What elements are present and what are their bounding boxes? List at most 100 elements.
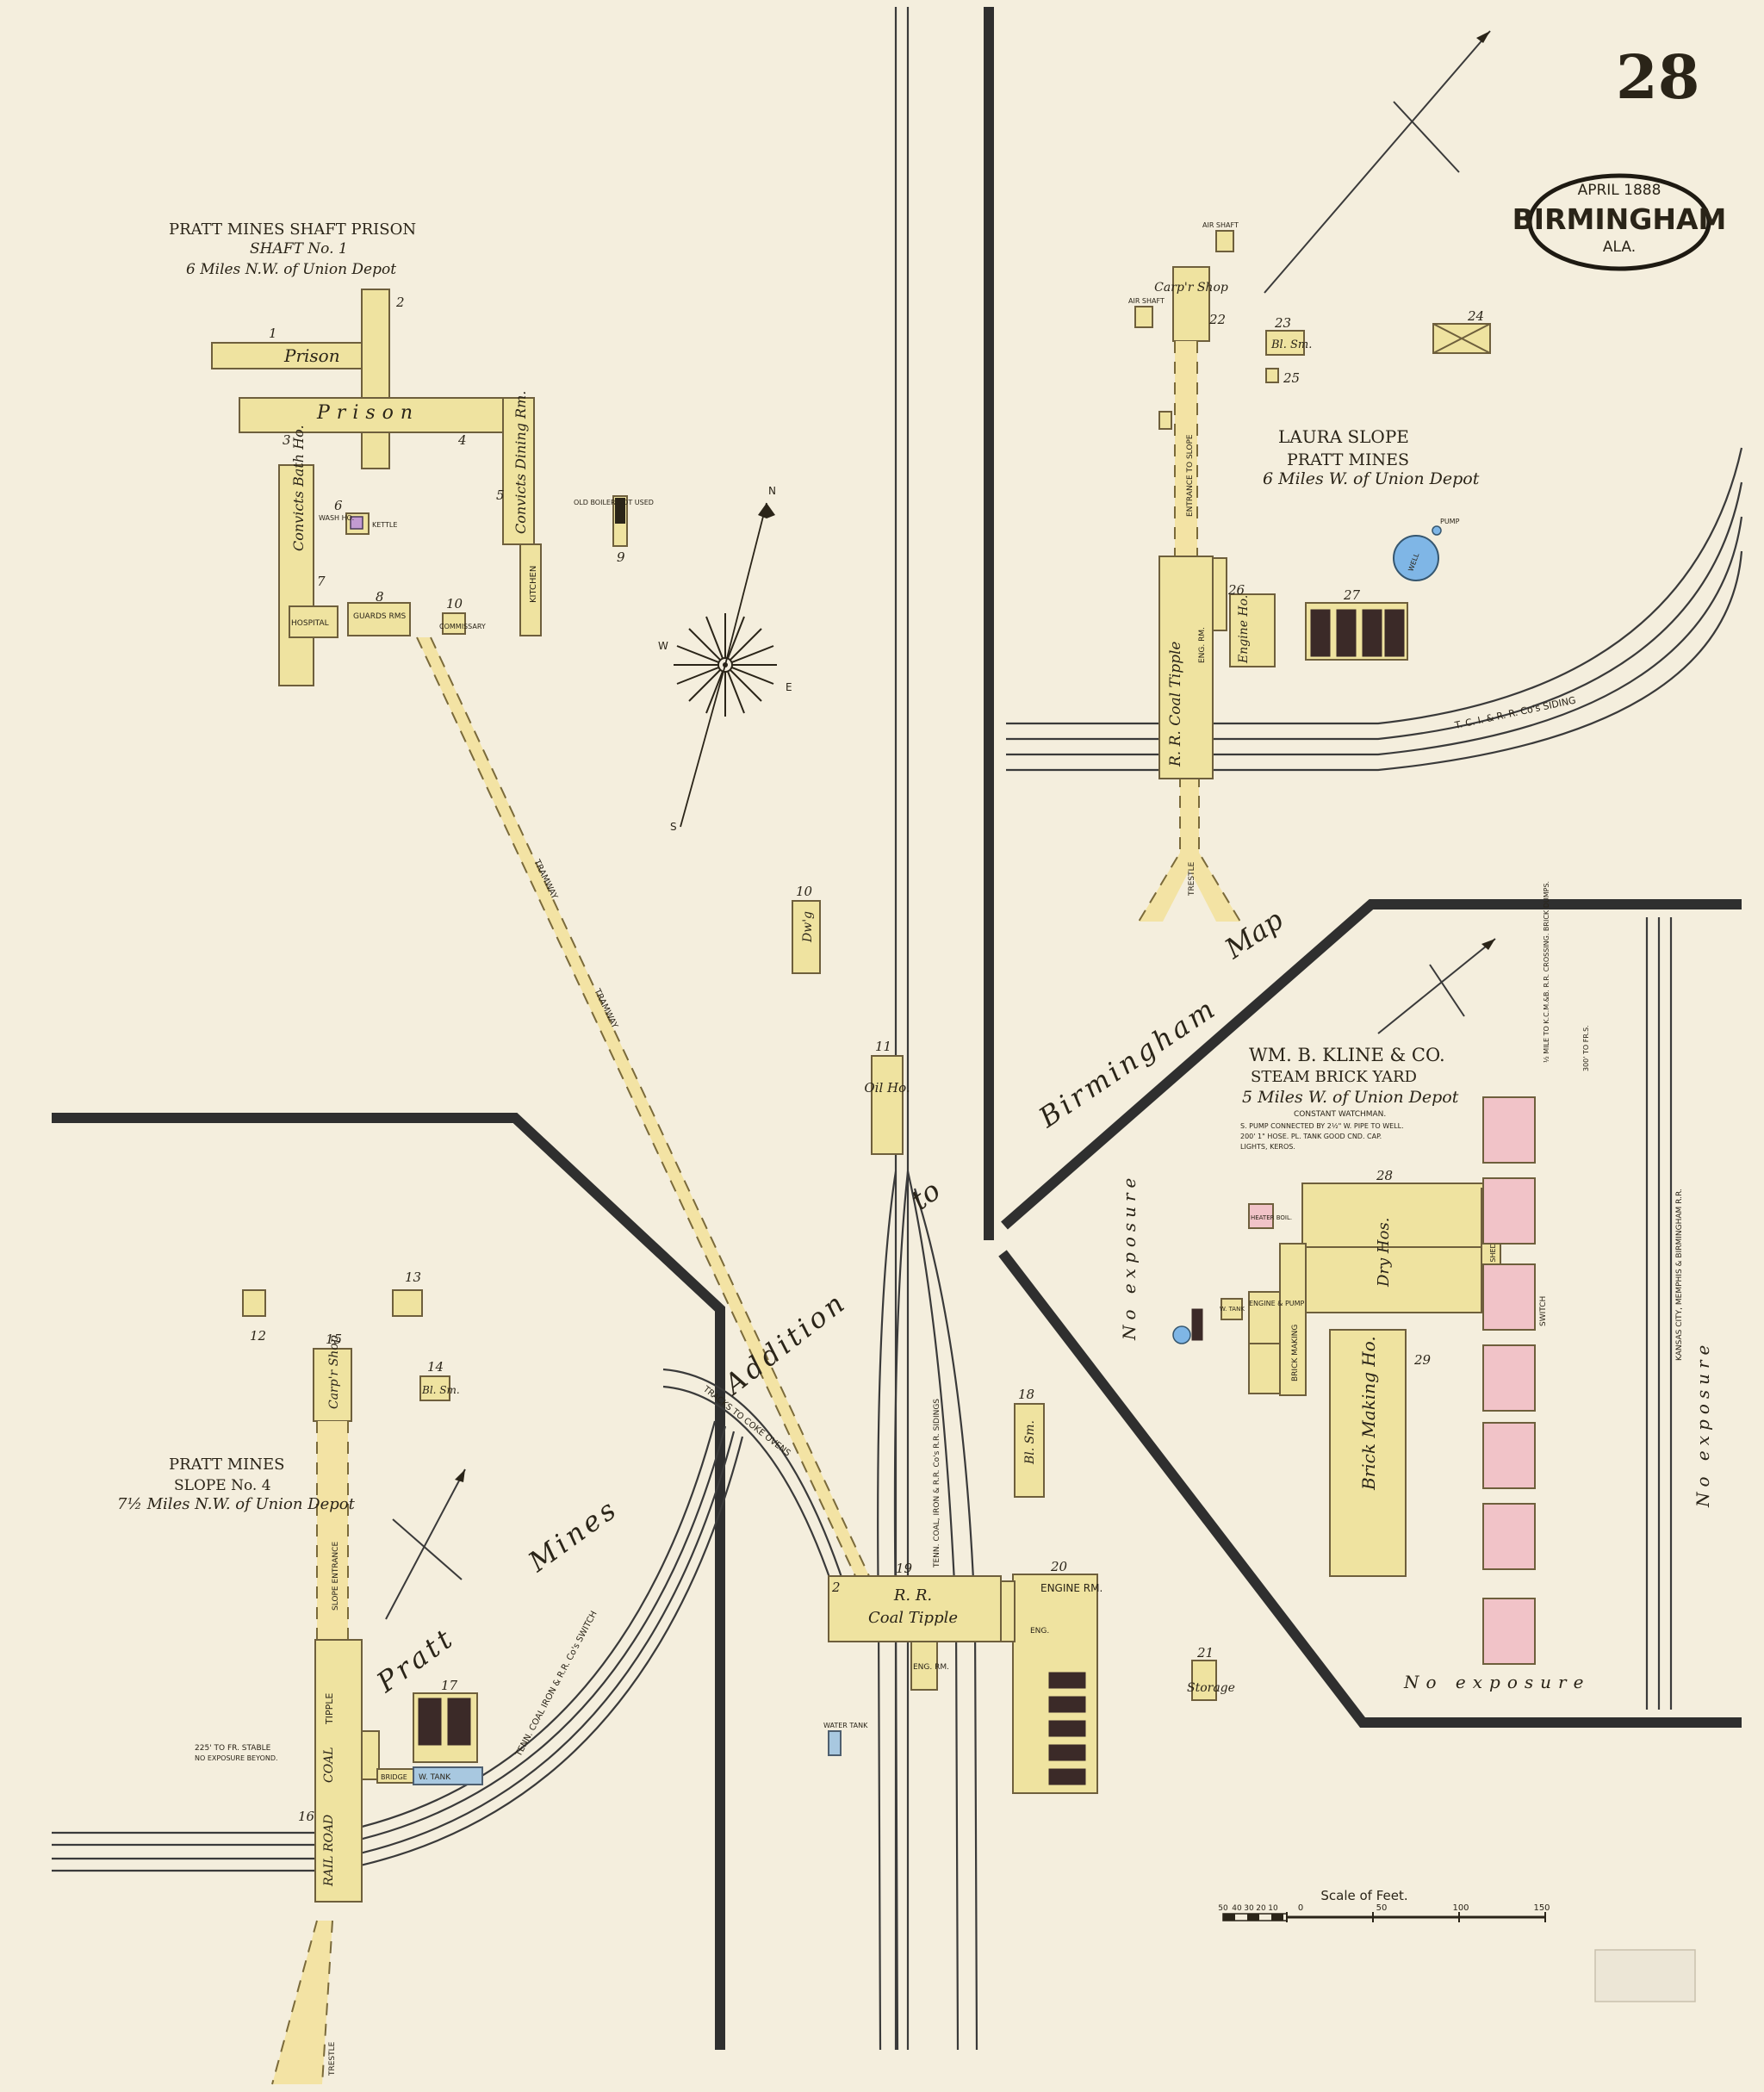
label-tipple-s4: TIPPLE (324, 1693, 335, 1725)
slope4-sub2: 7½ Miles N.W. of Union Depot (117, 1495, 356, 1513)
road-kline-south (998, 1250, 1742, 1728)
num-12: 12 (250, 1328, 266, 1344)
north-arrow-icon (1476, 31, 1490, 43)
map-area-labels: Birmingham Map Addition to Pratt Mines T… (370, 858, 1289, 1699)
tramway-edge-2 (430, 636, 871, 1579)
scale-tick-10: 10 (1268, 1904, 1278, 1913)
laura-title: LAURA SLOPE (1278, 426, 1409, 447)
num-7: 7 (317, 574, 326, 589)
label-carp-shop: Carp'r Shop (1154, 281, 1228, 295)
trestle-s4-2 (321, 1920, 333, 2085)
num-3: 3 (283, 432, 291, 448)
railways (52, 7, 1743, 2051)
label-engine-pump: ENGINE & PUMP (1249, 1300, 1305, 1307)
boilers-17 (413, 1692, 478, 1763)
label-kettle: KETTLE (372, 521, 397, 529)
label-bl-sm-18: Bl. Sm. (1023, 1420, 1037, 1465)
north-cross-laura (1393, 101, 1460, 173)
label-bridge: BRIDGE (381, 1773, 407, 1781)
label-300ft: 300' TO FR.S. (1582, 1025, 1590, 1071)
bldg-w-tank-s4 (413, 1766, 483, 1785)
label-wash-ho: WASH HO. (319, 514, 354, 522)
label-carp-shop-s4: Carp'r Shop (327, 1335, 341, 1409)
bldg-dry-hos-roof (1301, 1183, 1486, 1248)
bldg-w-tank-k (1221, 1298, 1243, 1320)
north-arrow-kline-icon (1481, 939, 1495, 950)
num-16: 16 (298, 1809, 315, 1824)
bldg-eng-k (1248, 1343, 1281, 1394)
slope4-note1: 225' TO FR. STABLE (195, 1744, 271, 1753)
trestle-laura-fill (1139, 775, 1240, 922)
bldg-brick-making-ho (1329, 1329, 1407, 1577)
kilns (1482, 1096, 1536, 1665)
label-heater: HEATER BOIL. (1251, 1214, 1292, 1221)
rail-siding-b (893, 1170, 910, 2051)
num-20: 20 (1050, 1559, 1068, 1574)
label-commissary: COMMISSARY (439, 623, 486, 630)
bldg-engine-pump (1248, 1291, 1281, 1344)
sheet-state: ALA. (1603, 239, 1636, 256)
num-27: 27 (1343, 587, 1361, 603)
num-15: 15 (326, 1332, 342, 1347)
num-6: 6 (334, 498, 343, 513)
slope4-sub1: SLOPE No. 4 (174, 1477, 271, 1494)
label-engine-ho: Engine Ho. (1237, 595, 1251, 664)
bldg-bl-sm-14 (419, 1375, 450, 1401)
label-prison-2: Prison (316, 402, 419, 424)
north-line-s4 (385, 1468, 466, 1620)
label-storage: Storage (1187, 1681, 1235, 1695)
rail-siding-c (906, 1170, 960, 2051)
page-number: 28 (1616, 41, 1699, 113)
rail-s4-switch-1 (52, 1420, 717, 1834)
bldg-hospital (289, 605, 339, 638)
scale-tick-0: 0 (1298, 1903, 1303, 1913)
kline-note2: S. PUMP CONNECTED BY 2½" W. PIPE TO WELL… (1240, 1122, 1404, 1130)
rail-coke-2 (662, 1385, 834, 1586)
boilers-center (1048, 1672, 1086, 1785)
rail-siding-a (877, 1170, 898, 2051)
bldg-rr-coal-tipple-laura (1158, 556, 1214, 779)
bldg-kitchen (519, 543, 542, 636)
scale-tick-50l: 50 (1218, 1904, 1228, 1913)
bldg-tipple-annex (361, 1730, 380, 1780)
north-line-laura (1264, 30, 1491, 294)
bldg-eng-rm-laura (1212, 557, 1227, 631)
num-26: 26 (1227, 582, 1245, 598)
rail-laura-3 (1006, 516, 1743, 756)
label-coal-s4: COAL (322, 1747, 336, 1783)
label-w-tank-s4: W. TANK (419, 1773, 451, 1782)
bldg-engine-ho (1229, 593, 1276, 667)
label-convicts-dining: Convicts Dining Rm. (512, 391, 529, 534)
scale-bar: Scale of Feet. 50 40 30 20 10 0 50 100 1… (1218, 1888, 1550, 1922)
label-oil-ho: Oil Ho. (864, 1080, 910, 1096)
rail-coke-1 (662, 1368, 846, 1586)
laura-sub2: 6 Miles W. of Union Depot (1263, 469, 1480, 488)
bldg-convicts-dining (502, 397, 535, 545)
scale-tick-40: 40 (1232, 1904, 1242, 1913)
bldg-water-tank (828, 1730, 842, 1756)
entrance-slope-fill (1175, 341, 1197, 558)
num-11: 11 (875, 1039, 891, 1054)
num-25: 25 (1283, 370, 1300, 386)
num-17: 17 (441, 1678, 458, 1693)
bldg-guards-rms (347, 602, 411, 636)
label-brick-mach: BRICK MAKING (1291, 1325, 1300, 1381)
label-dry-hos: Dry Hos. (1375, 1218, 1393, 1288)
label-switch: SWITCH (1539, 1296, 1548, 1326)
label-tcirr-sidings: TENN. COAL, IRON & R.R. Co's R.R. SIDING… (933, 1399, 941, 1568)
label-eng-rm-small: ENG. RM. (913, 1663, 949, 1672)
num-2b: 2 (831, 1580, 841, 1595)
label-trestle-laura: TRESTLE (1188, 861, 1196, 897)
num-21: 21 (1196, 1645, 1214, 1661)
boiler-block (615, 498, 625, 524)
slope-entrance-fill (317, 1421, 348, 1640)
north-cross-kline (1429, 964, 1465, 1017)
num-24: 24 (1467, 308, 1484, 324)
laura-sub1: PRATT MINES (1287, 450, 1409, 469)
kiln-4 (1482, 1344, 1536, 1412)
label-air-shaft-1: AIR SHAFT (1202, 221, 1239, 229)
kiln-7 (1482, 1598, 1536, 1665)
num-13: 13 (405, 1269, 421, 1285)
bldg-carp-shop (1172, 266, 1210, 342)
label-rr-tipple-1: R. R. (893, 1586, 932, 1605)
